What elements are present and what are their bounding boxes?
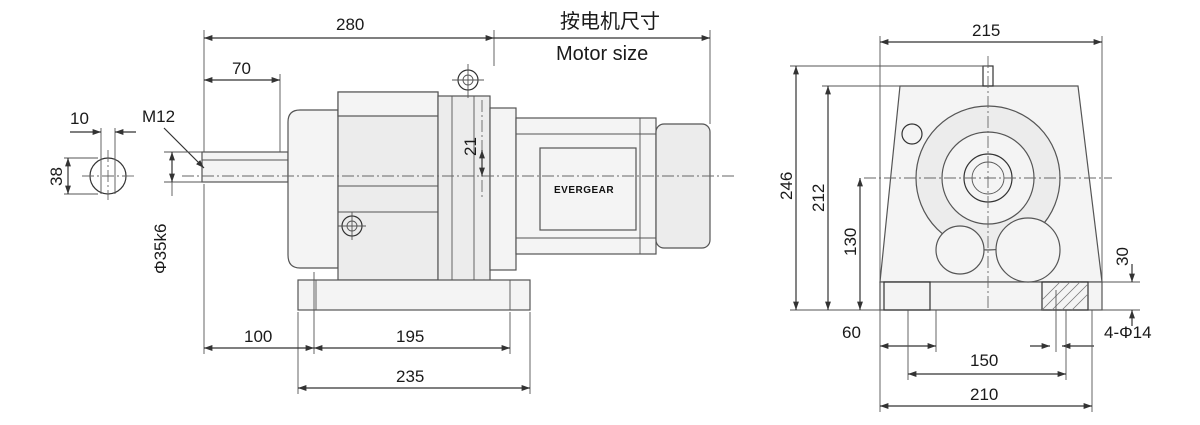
dim-280-label: 280: [336, 15, 364, 34]
motor-size-en-label: Motor size: [556, 43, 648, 65]
dim-235-label: 235: [396, 367, 424, 386]
front-view: [864, 56, 1112, 311]
motor-size-cn-label: 按电机尺寸: [560, 10, 660, 33]
shaft-section-detail: [64, 128, 136, 200]
dim-21-label: 21: [461, 137, 480, 156]
dim-30-label: 30: [1113, 247, 1132, 266]
dim-holes-label: 4-Φ14: [1104, 323, 1152, 342]
dim-212-label: 212: [809, 184, 828, 212]
dim-shaft-diameter-label: Φ35k6: [151, 224, 170, 274]
dim-38-label: 38: [47, 167, 66, 186]
dim-195-label: 195: [396, 327, 424, 346]
dim-210-label: 210: [970, 385, 998, 404]
dim-215-label: 215: [972, 21, 1000, 40]
dim-130-label: 130: [841, 228, 860, 256]
dim-100-label: 100: [244, 327, 272, 346]
side-view: [182, 64, 736, 311]
dim-246-label: 246: [777, 172, 796, 200]
dim-70-label: 70: [232, 59, 251, 78]
dim-m12-label: M12: [142, 107, 175, 126]
dim-10-label: 10: [70, 109, 89, 128]
brand-label: EVERGEAR: [554, 185, 614, 196]
dim-150-label: 150: [970, 351, 998, 370]
dim-60-label: 60: [842, 323, 861, 342]
